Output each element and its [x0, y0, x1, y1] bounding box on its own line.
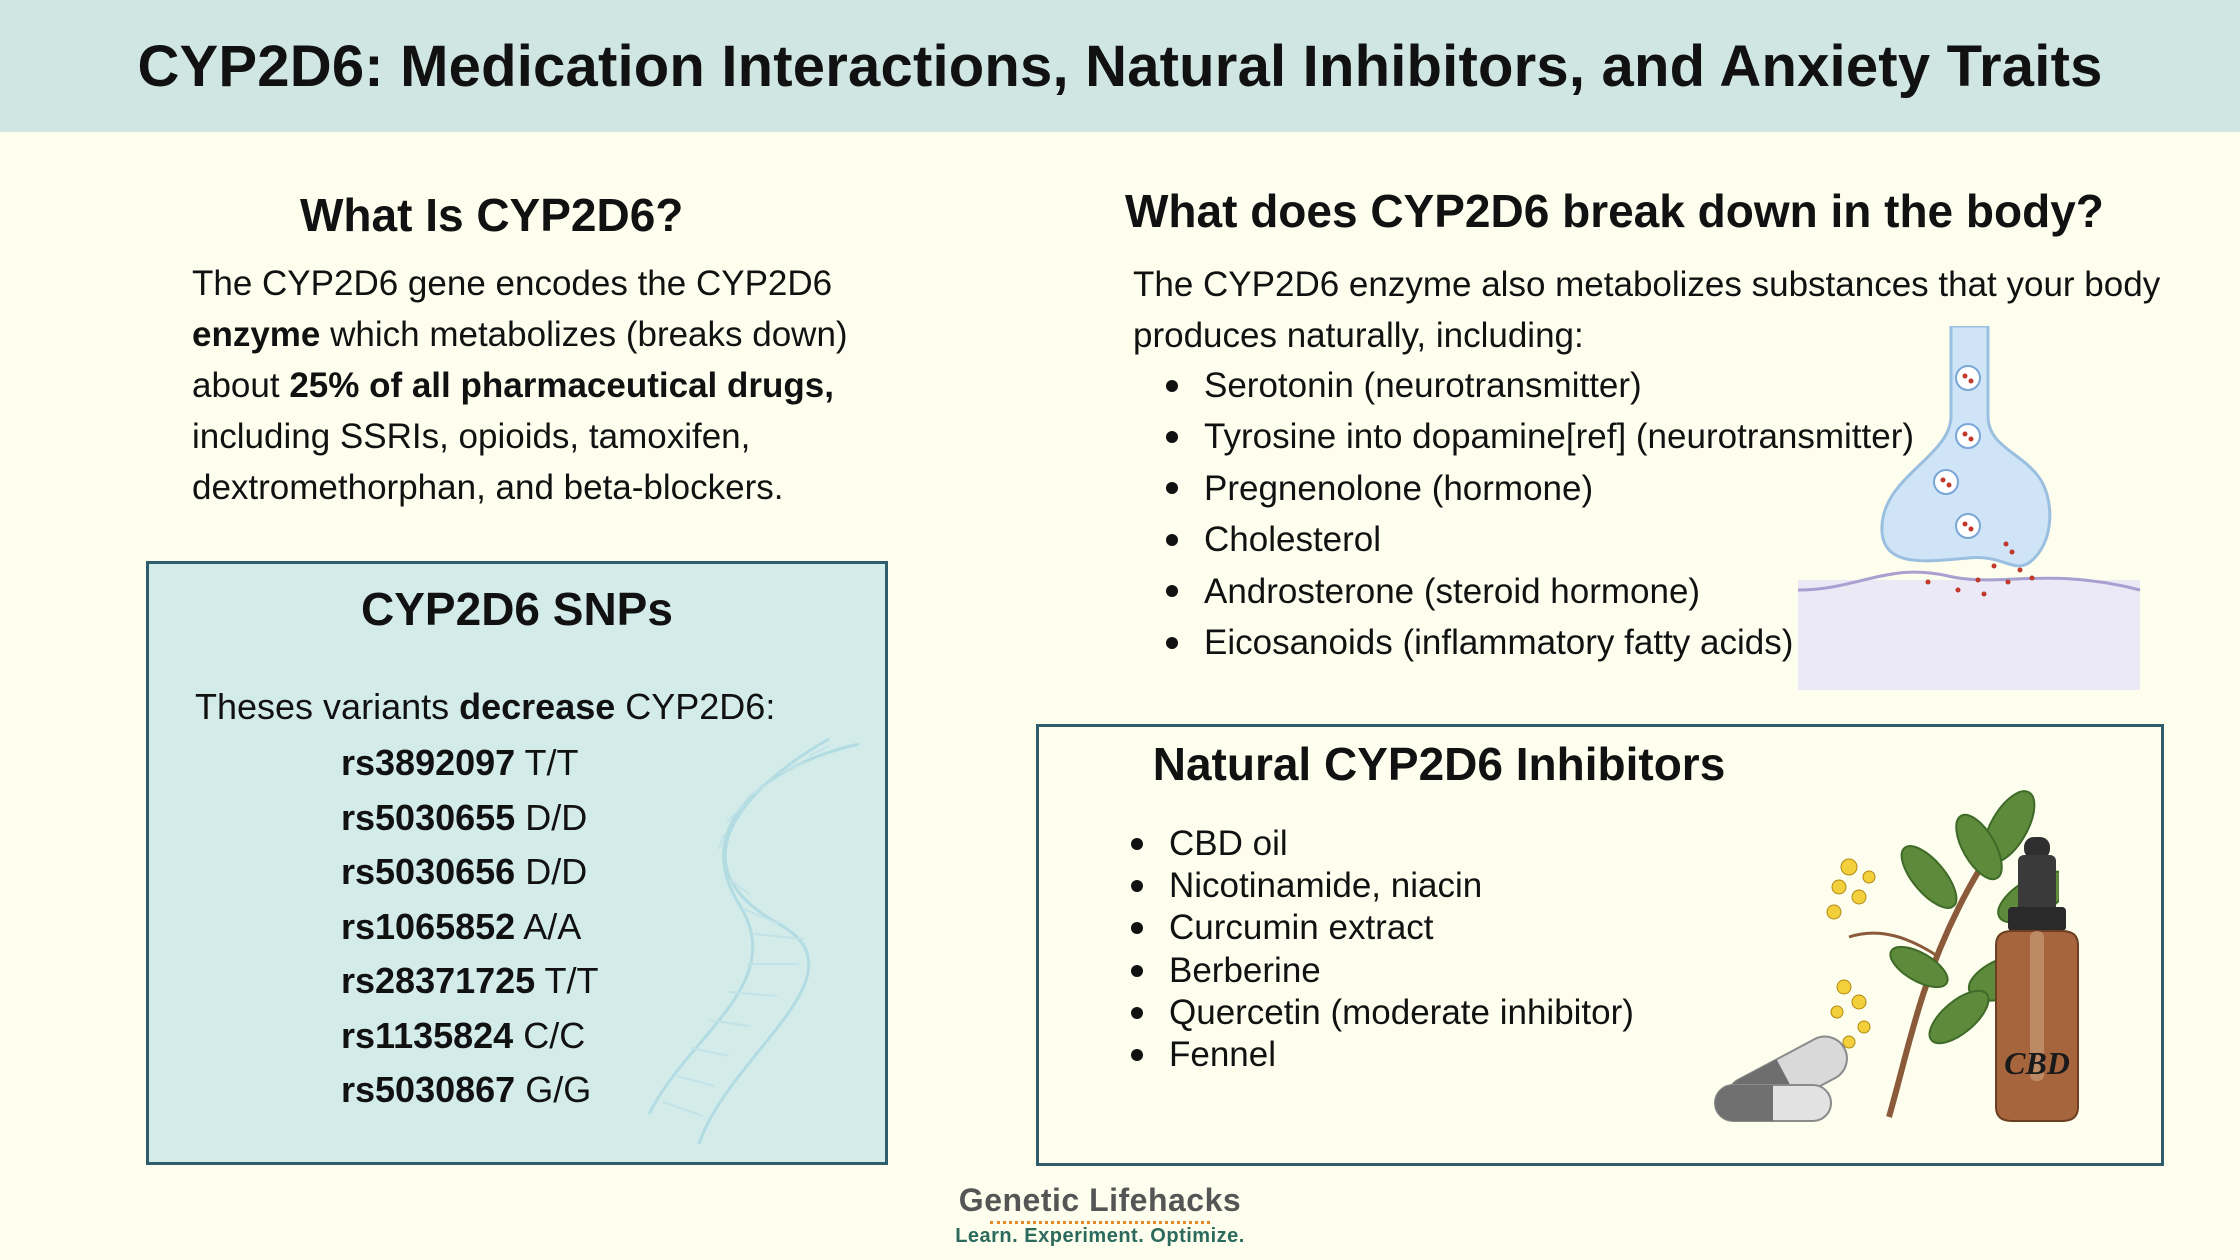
snp-panel: CYP2D6 SNPs Theses variants decrease CYP…: [146, 561, 888, 1165]
list-item: Fennel: [1169, 1034, 1634, 1076]
list-item: CBD oil: [1169, 823, 1634, 865]
snp-row: rs1135824 C/C: [341, 1014, 586, 1056]
list-item: Serotonin (neurotransmitter): [1204, 360, 1914, 411]
snp-intro: Theses variants decrease CYP2D6:: [195, 686, 776, 727]
breakdown-heading: What does CYP2D6 break down in the body?: [1125, 185, 2104, 237]
list-item: Cholesterol: [1204, 514, 1914, 565]
capsule-icon: [1714, 1035, 1848, 1122]
snp-title: CYP2D6 SNPs: [361, 583, 673, 635]
snp-row: rs28371725 T/T: [341, 960, 599, 1001]
snp-row: rs5030655 D/D: [341, 796, 588, 838]
cbd-bottle-icon: [1995, 837, 2079, 1122]
what-is-line-1: The CYP2D6 gene encodes the CYP2D6: [192, 264, 833, 303]
what-is-line-4: including SSRIs, opioids, tamoxifen,: [192, 417, 751, 456]
divider: [990, 1221, 1210, 1225]
bottle-label: CBD: [2004, 1045, 2070, 1081]
tagline: Learn. Experiment. Optimize.: [955, 1225, 1245, 1247]
page-header: CYP2D6: Medication Interactions, Natural…: [0, 0, 2240, 132]
snp-row: rs1065852 A/A: [341, 905, 582, 947]
list-item: Quercetin (moderate inhibitor): [1169, 992, 1634, 1034]
snp-row: rs5030656 D/D: [341, 851, 588, 892]
snp-row: rs3892097 T/T: [341, 742, 579, 783]
list-item: Pregnenolone (hormone): [1204, 463, 1914, 514]
inhibitors-title: Natural CYP2D6 Inhibitors: [1152, 738, 1726, 790]
list-item: Androsterone (steroid hormone): [1204, 566, 1914, 617]
list-item: Tyrosine into dopamine[ref] (neurotransm…: [1204, 411, 1914, 462]
footer-logo: Genetic Lifehacks Learn. Experiment. Opt…: [940, 1182, 1260, 1248]
brand-name: Genetic Lifehacks: [958, 1182, 1242, 1218]
list-item: Eicosanoids (inflammatory fatty acids): [1204, 617, 1914, 668]
inhibitors-list: CBD oil Nicotinamide, niacin Curcumin ex…: [1169, 823, 1634, 1076]
what-is-line-5: dextromethorphan, and beta-blockers.: [192, 468, 784, 507]
snp-list: rs3892097 T/T rs5030655 D/D rs5030656 D/…: [341, 736, 599, 1118]
list-item: Nicotinamide, niacin: [1169, 865, 1634, 907]
what-is-line-3: about 25% of all pharmaceutical drugs,: [192, 366, 834, 405]
list-item: Curcumin extract: [1169, 907, 1634, 949]
dna-icon: [647, 737, 860, 1145]
snp-row: rs5030867 G/G: [341, 1069, 592, 1110]
what-is-paragraph: The CYP2D6 gene encodes the CYP2D6 enzym…: [192, 258, 912, 513]
inhibitors-panel: Natural CYP2D6 Inhibitors CBD oil Nicoti…: [1036, 724, 2164, 1166]
list-item: Berberine: [1169, 950, 1634, 992]
what-is-line-2: enzyme which metabolizes (breaks down): [192, 315, 848, 354]
page-title: CYP2D6: Medication Interactions, Natural…: [137, 33, 2103, 99]
what-is-heading: What Is CYP2D6?: [300, 189, 684, 241]
breakdown-intro: The CYP2D6 enzyme also metabolizes subst…: [1133, 265, 2161, 355]
breakdown-list: Serotonin (neurotransmitter) Tyrosine in…: [1204, 360, 1914, 668]
